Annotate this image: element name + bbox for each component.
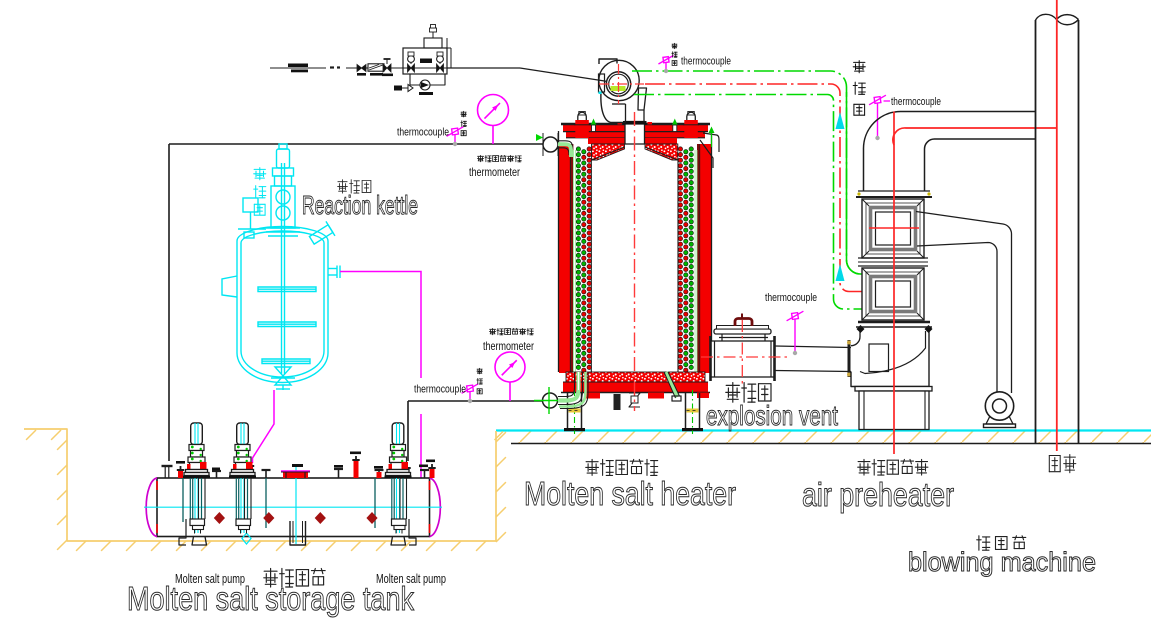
svg-text:thermometer: thermometer	[469, 165, 520, 179]
svg-text:Molten salt pump: Molten salt pump	[376, 571, 446, 586]
svg-text:thermocouple: thermocouple	[891, 96, 941, 108]
svg-text:air preheater: air preheater	[802, 476, 954, 513]
svg-text:explosion vent: explosion vent	[706, 400, 838, 431]
svg-text:thermometer: thermometer	[483, 339, 534, 353]
svg-text:Molten salt heater: Molten salt heater	[524, 475, 736, 512]
svg-text:thermocouple: thermocouple	[681, 56, 731, 68]
svg-text:Reaction kettle: Reaction kettle	[302, 190, 418, 220]
svg-text:Molten salt pump: Molten salt pump	[175, 571, 245, 586]
svg-text:blowing machine: blowing machine	[908, 547, 1096, 577]
svg-text:Molten salt storage tank: Molten salt storage tank	[127, 580, 414, 617]
svg-text:thermocouple: thermocouple	[397, 127, 449, 139]
svg-text:thermocouple: thermocouple	[765, 292, 817, 304]
svg-text:thermocouple: thermocouple	[414, 384, 466, 396]
